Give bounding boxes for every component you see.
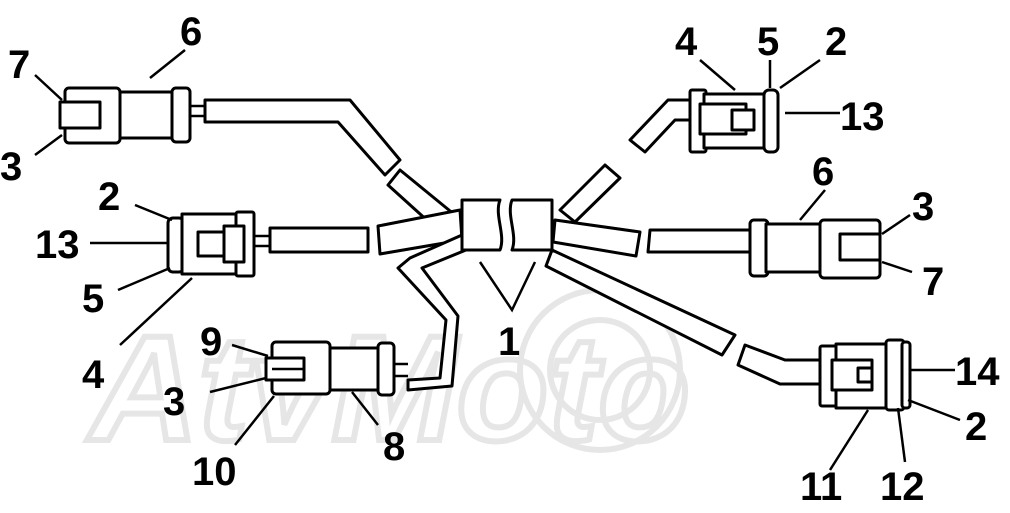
callout-13: 13 [840,95,885,139]
callout-4: 4 [675,20,698,64]
callout-1: 1 [498,320,520,364]
connector-mid-right [748,218,882,280]
callout-13: 13 [35,223,80,267]
connector-top-left [58,86,205,145]
callout-14: 14 [955,350,1000,394]
callout-3: 3 [0,145,22,189]
connector-bottom-left [264,340,408,397]
callout-7: 7 [8,43,30,87]
leader-lines [34,49,961,471]
callout-6: 6 [180,10,202,54]
callout-3: 3 [912,185,934,229]
callout-7: 7 [922,260,944,304]
callout-10: 10 [192,450,237,494]
connector-top-right [688,88,780,154]
callout-5: 5 [82,277,104,321]
callout-labels: 7 6 3 2 13 5 4 9 3 10 8 1 4 5 2 13 6 3 7… [0,10,1000,509]
connector-mid-left [166,210,270,278]
callout-3: 3 [163,380,185,424]
callout-4: 4 [82,353,105,397]
callout-5: 5 [757,20,779,64]
callout-2: 2 [825,20,847,64]
callout-8: 8 [383,425,405,469]
callout-6: 6 [812,150,834,194]
harness-junction-sleeves [460,198,554,252]
callout-2: 2 [965,405,987,449]
callout-9: 9 [200,320,222,364]
callout-12: 12 [880,465,925,509]
connector-bottom-right [818,338,912,412]
callout-11: 11 [800,465,842,509]
callout-2: 2 [98,175,120,219]
